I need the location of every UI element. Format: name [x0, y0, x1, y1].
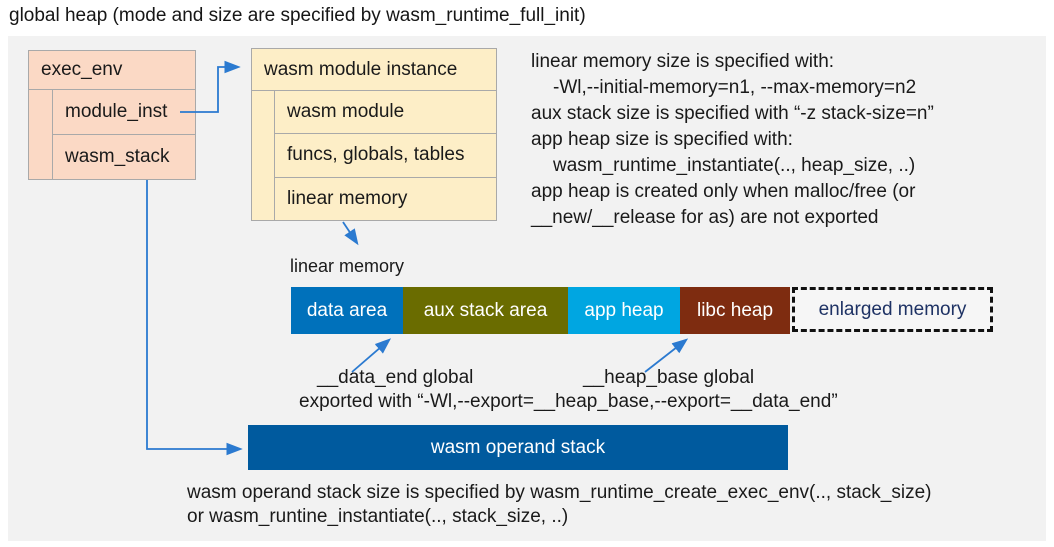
connector-wasm-stack-to-operand-stack: [146, 180, 243, 456]
operand-stack-note-2: or wasm_runtine_instantiate(.., stack_si…: [187, 506, 569, 527]
linear-memory-label: linear memory: [290, 256, 405, 276]
linear-memory-bar: data area aux stack area app heap libc h…: [291, 287, 790, 334]
exec-env-header: exec_env: [29, 51, 195, 90]
note-runtime-instantiate: wasm_runtime_instantiate(.., heap_size, …: [553, 155, 916, 176]
note-app-heap-created-1: app heap is created only when malloc/fre…: [531, 181, 916, 202]
note-aux-stack-size: aux stack size is specified with “-z sta…: [531, 103, 934, 124]
memory-segment-app-heap: app heap: [568, 287, 680, 334]
module-instance-body: wasm module funcs, globals, tables linea…: [252, 91, 496, 220]
note-app-heap-size: app heap size is specified with:: [531, 129, 793, 150]
operand-stack-notes: wasm operand stack size is specified by …: [187, 481, 932, 529]
memory-segment-data-area: data area: [291, 287, 403, 334]
exec-env-body: module_inst wasm_stack: [29, 90, 195, 179]
connector-instance-to-linear-memory: [342, 221, 359, 246]
exec-env-row-module-inst: module_inst: [53, 90, 195, 135]
wasm-operand-stack-box: wasm operand stack: [248, 425, 788, 470]
note-linear-memory-size: linear memory size is specified with:: [531, 51, 835, 72]
module-instance-row-linear-memory: linear memory: [287, 187, 408, 209]
module-instance-spacer: [252, 91, 275, 220]
exec-env-row-wasm-stack: wasm_stack: [65, 146, 170, 167]
exec-env-spacer: [29, 90, 53, 179]
page-title: global heap (mode and size are specified…: [9, 5, 586, 26]
memory-segment-libc-heap: libc heap: [680, 287, 790, 334]
heap-base-global-label: __heap_base global: [583, 367, 755, 388]
enlarged-memory-box: enlarged memory: [792, 287, 993, 332]
module-instance-row-wasm-module: wasm module: [275, 91, 496, 135]
module-instance-rows: wasm module funcs, globals, tables linea…: [275, 91, 496, 220]
data-end-global-label: __data_end global: [317, 367, 474, 388]
exported-with-note: exported with “-Wl,--export=__heap_base,…: [299, 391, 838, 412]
module-instance-box: wasm module instance wasm module funcs, …: [251, 48, 497, 221]
note-app-heap-created-2: __new/__release for as) are not exported: [531, 207, 879, 228]
note-wl-initial-memory: -Wl,--initial-memory=n1, --max-memory=n2: [553, 77, 917, 98]
module-instance-header: wasm module instance: [252, 49, 496, 91]
module-instance-row-funcs-globals-tables: funcs, globals, tables: [275, 134, 496, 178]
diagram-canvas: exec_env module_inst wasm_stack wasm mod…: [8, 36, 1046, 541]
config-notes: linear memory size is specified with: -W…: [531, 49, 934, 231]
operand-stack-note-1: wasm operand stack size is specified by …: [187, 482, 932, 503]
exec-env-rows: module_inst wasm_stack: [53, 90, 195, 179]
memory-segment-aux-stack-area: aux stack area: [403, 287, 568, 334]
exec-env-box: exec_env module_inst wasm_stack: [28, 50, 196, 180]
